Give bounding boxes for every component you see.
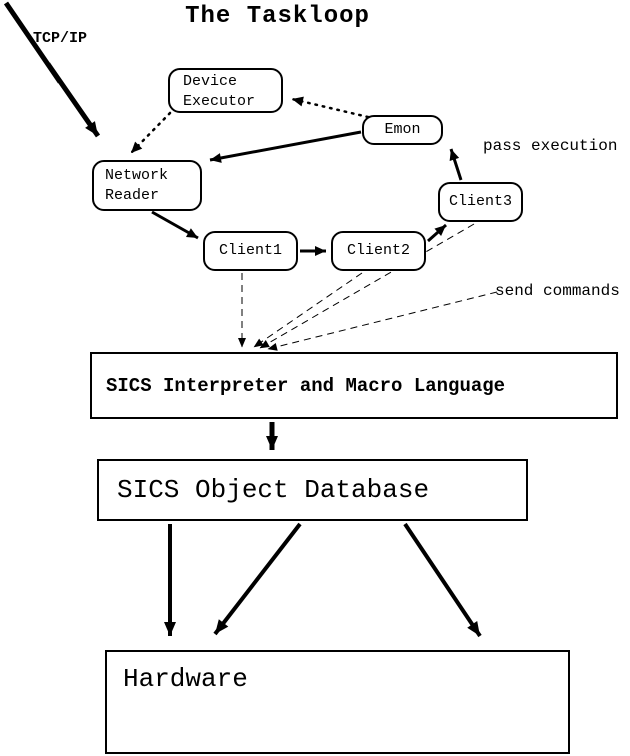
node-network-reader-line2: Reader (105, 187, 160, 204)
dotted-arrow-emon-to-device-executor (290, 96, 370, 119)
box-sics-object-database: SICS Object Database (97, 459, 528, 521)
dashed-arrow-client3-to-interpreter (259, 223, 475, 349)
tcpip-label: TCP/IP (33, 30, 88, 47)
box-sics-object-database-label: SICS Object Database (117, 475, 430, 505)
dotted-arrow-device-executor-to-network-reader (129, 111, 172, 155)
box-hardware: Hardware (105, 650, 570, 754)
box-sics-interpreter: SICS Interpreter and Macro Language (90, 352, 618, 419)
node-client1-label: Client1 (218, 242, 282, 259)
bolt-arrow-tcpip-to-network-reader (3, 1, 101, 138)
send-commands-label: send commands (495, 282, 620, 300)
arrow-emon-to-network-reader (209, 130, 362, 163)
pass-execution-label: pass execution (483, 137, 618, 155)
arrow-database-to-hardware-right (403, 522, 482, 638)
node-device-executor-line2: Executor (183, 93, 256, 110)
arrow-database-to-hardware-middle (213, 522, 302, 636)
node-device-executor: Device Executor (168, 68, 283, 113)
arrow-network-reader-to-client1 (151, 210, 199, 240)
node-device-executor-line1: Device (183, 73, 238, 90)
node-emon: Emon (362, 115, 443, 145)
diagram-title: The Taskloop (185, 3, 370, 30)
arrow-client3-to-emon-pass-execution (449, 148, 463, 181)
node-client2: Client2 (331, 231, 426, 271)
node-network-reader: Network Reader (92, 160, 202, 211)
box-sics-interpreter-label: SICS Interpreter and Macro Language (106, 374, 506, 397)
node-client1: Client1 (203, 231, 298, 271)
node-client3-label: Client3 (448, 193, 512, 210)
node-network-reader-line1: Network (105, 167, 169, 184)
node-client2-label: Client2 (346, 242, 410, 259)
node-emon-label: Emon (384, 121, 421, 138)
arrow-client2-to-client3 (427, 223, 447, 243)
dashed-arrow-send-commands-to-interpreter (267, 291, 498, 351)
node-client3: Client3 (438, 182, 523, 222)
dashed-arrow-client2-to-interpreter (253, 272, 363, 348)
box-hardware-label: Hardware (123, 664, 248, 694)
